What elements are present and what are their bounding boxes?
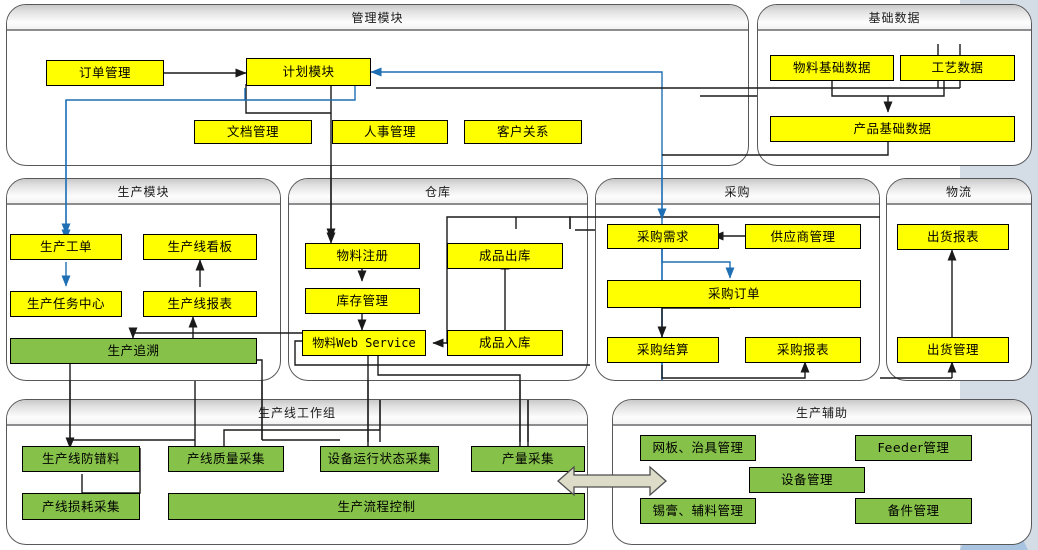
panel-title-purchasing: 采购 [596, 179, 879, 205]
panel-production-line-workgroup: 生产线工作组 [6, 399, 588, 545]
node-shipping-report[interactable]: 出货报表 [897, 224, 1009, 250]
node-equipment-management[interactable]: 设备管理 [749, 467, 865, 493]
panel-title-production-line-workgroup: 生产线工作组 [7, 400, 587, 426]
bidirectional-arrow-icon [557, 465, 667, 497]
node-purchase-settlement[interactable]: 采购结算 [607, 337, 719, 363]
node-line-loss-collection[interactable]: 产线损耗采集 [22, 493, 140, 520]
node-process-data[interactable]: 工艺数据 [900, 55, 1015, 81]
node-purchase-requirement[interactable]: 采购需求 [607, 224, 719, 249]
node-equipment-status-collection[interactable]: 设备运行状态采集 [320, 446, 439, 472]
node-production-task-center[interactable]: 生产任务中心 [10, 291, 122, 317]
panel-title-basic-data: 基础数据 [758, 5, 1031, 31]
node-shipping-management[interactable]: 出货管理 [897, 337, 1009, 363]
node-supplier-management[interactable]: 供应商管理 [745, 224, 861, 249]
node-solder-paste-material-management[interactable]: 锡膏、辅料管理 [640, 498, 756, 524]
panel-title-management: 管理模块 [7, 5, 748, 31]
node-order-management[interactable]: 订单管理 [46, 60, 164, 86]
node-output-collection[interactable]: 产量采集 [471, 446, 585, 472]
node-purchase-order[interactable]: 采购订单 [607, 280, 861, 308]
node-document-management[interactable]: 文档管理 [194, 120, 312, 144]
node-feeder-management[interactable]: Feeder管理 [855, 435, 972, 461]
node-material-web-service[interactable]: 物料Web Service [302, 330, 426, 356]
node-material-basic-data[interactable]: 物料基础数据 [770, 55, 894, 81]
node-stencil-fixture-management[interactable]: 网板、治具管理 [640, 435, 756, 461]
node-planning-module[interactable]: 计划模块 [246, 58, 371, 86]
node-process-control[interactable]: 生产流程控制 [168, 493, 585, 520]
node-line-error-proofing[interactable]: 生产线防错料 [22, 446, 140, 472]
node-material-registration[interactable]: 物料注册 [305, 243, 420, 269]
panel-title-production-auxiliary: 生产辅助 [613, 400, 1031, 426]
node-hr-management[interactable]: 人事管理 [332, 120, 448, 144]
node-line-quality-collection[interactable]: 产线质量采集 [168, 446, 284, 472]
node-finished-goods-inbound[interactable]: 成品入库 [447, 330, 563, 356]
panel-title-logistics: 物流 [887, 179, 1031, 205]
node-spare-parts-management[interactable]: 备件管理 [855, 498, 972, 524]
node-production-line-report[interactable]: 生产线报表 [143, 291, 257, 317]
node-product-basic-data[interactable]: 产品基础数据 [770, 116, 1015, 142]
node-inventory-management[interactable]: 库存管理 [305, 288, 420, 314]
node-customer-relations[interactable]: 客户关系 [464, 120, 582, 144]
panel-title-warehouse: 仓库 [289, 179, 587, 205]
panel-title-production: 生产模块 [7, 179, 280, 205]
